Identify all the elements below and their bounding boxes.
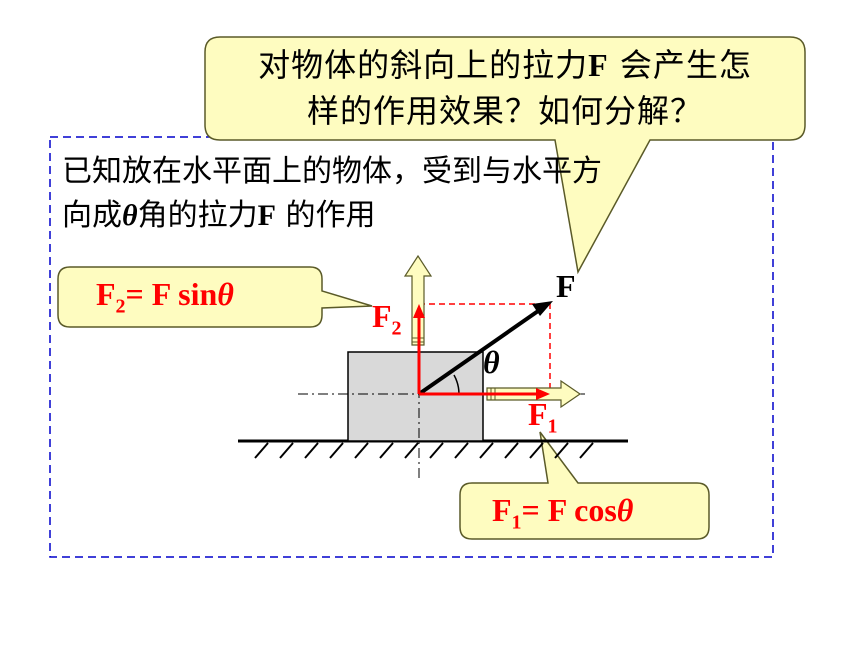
callout-line-1: 对物体的斜向上的拉力F 会产生怎 — [210, 42, 800, 88]
label-f1-base: F — [528, 396, 548, 432]
problem-line-2: 向成θ角的拉力F 的作用 — [62, 194, 762, 238]
formula-f2-lhs: F — [96, 276, 116, 312]
problem-theta: θ — [122, 199, 138, 232]
top-callout-bubble — [204, 36, 806, 275]
highlight-arrow-up — [403, 254, 433, 346]
ground-hatching — [254, 442, 594, 459]
force-f-shaft — [417, 307, 543, 396]
label-f2-sub: 2 — [391, 317, 402, 340]
problem-line-1: 已知放在水平面上的物体，受到与水平方 — [62, 154, 602, 189]
formula-f1: F1= F cosθ — [492, 492, 633, 534]
problem-line-2-mid: 角的拉力 — [137, 198, 258, 233]
f2-callout-bubble — [57, 266, 373, 328]
callout-line-1-f: F — [588, 47, 609, 83]
label-f1: F1 — [528, 396, 558, 438]
force-f1-arrowhead — [536, 388, 550, 400]
callout-line-1-suffix: 会产生怎 — [608, 46, 752, 84]
label-f: F — [556, 268, 576, 304]
label-f2: F2 — [372, 298, 402, 340]
problem-statement: 已知放在水平面上的物体，受到与水平方 向成θ角的拉力F 的作用 — [62, 150, 762, 238]
label-f1-sub: 1 — [547, 415, 558, 438]
callout-line-2: 样的作用效果？如何分解？ — [306, 92, 703, 130]
formula-f1-sub: 1 — [511, 511, 522, 534]
label-theta: θ — [483, 344, 500, 380]
formula-f2-sub: 2 — [115, 295, 126, 318]
formula-f1-theta: θ — [616, 492, 634, 528]
f1-callout-bubble — [459, 431, 710, 540]
problem-f: F — [257, 199, 276, 232]
callout-question: 对物体的斜向上的拉力F 会产生怎 样的作用效果？如何分解？ — [210, 42, 800, 134]
problem-line-2-suffix: 的作用 — [275, 198, 376, 233]
force-f-arrowhead — [532, 301, 553, 316]
formula-f2-theta: θ — [217, 276, 234, 312]
formula-f1-lhs: F — [492, 492, 512, 528]
formula-f2-rhs: = F sin — [125, 276, 218, 312]
problem-line-2-prefix: 向成 — [62, 198, 122, 233]
force-f2-arrowhead — [413, 304, 425, 318]
formula-f2: F2= F sinθ — [96, 276, 234, 318]
formula-f1-rhs: = F cos — [521, 492, 617, 528]
label-f2-base: F — [372, 298, 392, 334]
callout-line-1-prefix: 对物体的斜向上的拉力 — [258, 46, 589, 84]
